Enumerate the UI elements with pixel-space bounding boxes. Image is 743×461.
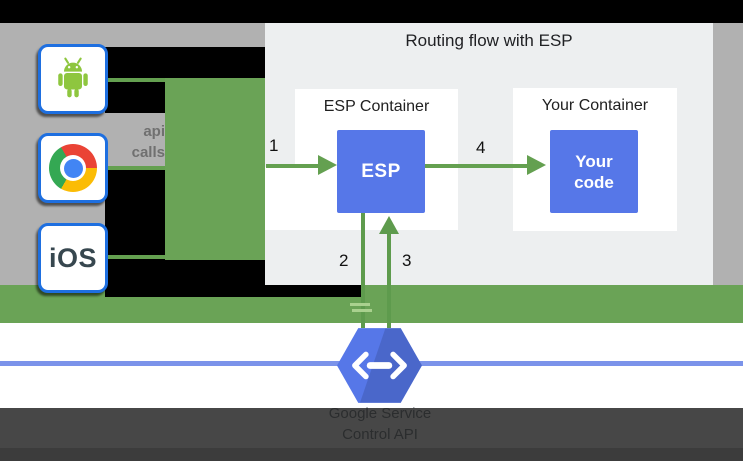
your-container-title: Your Container xyxy=(541,97,649,114)
top-black-bar xyxy=(0,0,743,23)
step-2-label: 2 xyxy=(339,251,349,270)
chrome-client-box xyxy=(38,133,108,203)
api-calls-line2: calls xyxy=(131,144,165,161)
step-1-label: 1 xyxy=(269,136,279,155)
your-code-line2: code xyxy=(574,172,614,192)
bottom-dim-overlay xyxy=(0,408,743,461)
diagram-title: Routing flow with ESP xyxy=(405,31,573,50)
your-code-line1: Your xyxy=(575,151,613,171)
black-patch-lower xyxy=(105,260,265,285)
light-green-dash xyxy=(350,303,370,306)
ios-client-box: iOS xyxy=(38,223,108,293)
arrow-3-head xyxy=(379,216,399,234)
cloud-endpoints-icon xyxy=(337,328,422,403)
api-calls-line1: api xyxy=(143,123,165,140)
arrow-4-head xyxy=(527,155,546,175)
ios-connector-line xyxy=(105,255,165,259)
arrow-3-line xyxy=(387,233,391,328)
arrow-4-line xyxy=(425,164,527,168)
light-green-dash xyxy=(352,309,372,312)
your-code-node: Your code xyxy=(550,130,638,213)
android-icon xyxy=(50,52,96,107)
esp-node: ESP xyxy=(337,130,425,213)
api-calls-caption: api calls xyxy=(115,121,165,167)
arrow-2-line xyxy=(361,213,365,328)
esp-node-label: ESP xyxy=(361,160,401,182)
chrome-connector-line xyxy=(105,166,165,170)
esp-container-title: ESP Container xyxy=(323,98,430,115)
arrow-1-head xyxy=(318,155,337,175)
chrome-icon xyxy=(49,144,97,192)
bottom-dim-overlay-edge xyxy=(0,448,743,461)
arrow-1-line xyxy=(266,164,320,168)
step-3-label: 3 xyxy=(402,251,412,270)
black-patch-over-band xyxy=(105,285,363,297)
step-4-label: 4 xyxy=(476,138,486,157)
white-patch xyxy=(265,167,297,230)
android-client-box xyxy=(38,44,108,114)
android-connector-line xyxy=(105,78,165,82)
ios-label: iOS xyxy=(48,242,97,273)
